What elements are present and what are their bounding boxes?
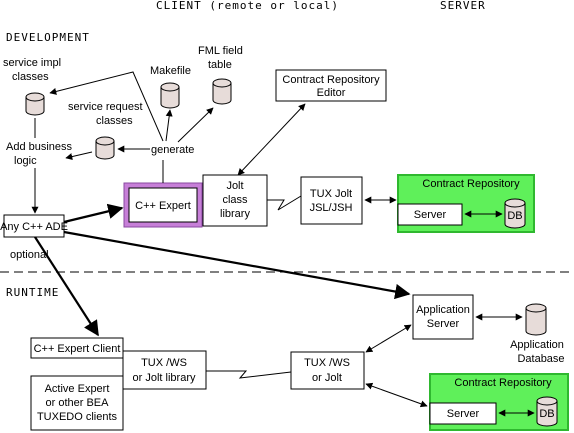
repo-top-db-icon: DB: [504, 198, 526, 229]
jolt-class-library-box[interactable]: Jolt class library: [202, 174, 268, 227]
active-expert-box[interactable]: Active Expert or other BEA TUXEDO client…: [30, 375, 124, 431]
tuxws-to-repo-arrow: [365, 382, 428, 408]
service-impl-label-1: service impl: [3, 57, 61, 69]
svg-text:library: library: [220, 208, 250, 220]
svg-text:DB: DB: [507, 210, 522, 222]
svg-text:DB: DB: [539, 408, 554, 420]
svg-text:TUX Jolt: TUX Jolt: [310, 188, 352, 200]
repo-bottom-title: Contract Repository: [454, 377, 552, 389]
svg-text:Application: Application: [416, 304, 470, 316]
svg-text:Contract Repository: Contract Repository: [282, 74, 380, 86]
app-database-cylinder-icon: [525, 303, 547, 336]
svg-text:or Jolt library: or Jolt library: [133, 372, 196, 384]
service-request-label-2: classes: [96, 115, 133, 127]
server-header: SERVER: [440, 0, 486, 12]
generate-to-fml-arrow: [177, 107, 214, 143]
generate-to-makefile-arrow: [165, 109, 173, 142]
service-request-cylinder-icon: [95, 136, 115, 160]
ade-to-app-server-arrow: [63, 230, 411, 300]
tuxws-jolt-box[interactable]: TUX /WS or Jolt: [290, 351, 365, 390]
generate-to-service-impl-arrow: [49, 71, 164, 142]
repo-bottom-db-icon: DB: [536, 396, 558, 427]
svg-text:or Jolt: or Jolt: [312, 372, 342, 384]
jolt-to-tux-jolt-link: [267, 195, 302, 211]
add-business-label-1: Add business: [6, 141, 73, 153]
service-impl-label-2: classes: [12, 71, 49, 83]
svg-text:or other BEA: or other BEA: [46, 397, 110, 409]
app-database-label-2: Database: [517, 353, 564, 365]
repo-top-server-label: Server: [414, 209, 447, 221]
tuxws-to-app-server-arrow: [365, 324, 412, 353]
any-cpp-ade-box[interactable]: Any C++ ADE: [0, 214, 68, 238]
fml-table-label-1: FML field: [198, 45, 243, 57]
service-impl-cylinder-icon: [25, 92, 45, 116]
jolt-to-editor-arrow: [237, 103, 306, 176]
svg-text:C++ Expert Client: C++ Expert Client: [34, 343, 121, 355]
generate-label: generate: [151, 144, 194, 156]
svg-text:Server: Server: [427, 318, 460, 330]
client-header: CLIENT (remote or local): [156, 0, 339, 12]
svg-text:Active Expert: Active Expert: [45, 383, 110, 395]
tux-jolt-jsl-box[interactable]: TUX Jolt JSL/JSH: [300, 176, 363, 225]
makefile-cylinder-icon: [160, 82, 180, 109]
repo-bottom-server-label: Server: [447, 408, 480, 420]
svg-text:JSL/JSH: JSL/JSH: [310, 202, 353, 214]
optional-label: optional: [10, 249, 49, 261]
application-server-box[interactable]: Application Server: [412, 294, 474, 340]
runtime-label: RUNTIME: [6, 286, 59, 299]
tuxws-jolt-library-box[interactable]: TUX /WS or Jolt library: [122, 350, 207, 390]
service-request-label-1: service request: [68, 101, 143, 113]
development-label: DEVELOPMENT: [6, 31, 90, 44]
svg-text:C++ Expert: C++ Expert: [135, 200, 191, 212]
svg-text:TUX /WS: TUX /WS: [141, 357, 187, 369]
repo-top-title: Contract Repository: [422, 178, 520, 190]
svg-text:Jolt: Jolt: [226, 180, 243, 192]
add-business-label-2: logic: [14, 155, 37, 167]
ade-to-expert-client-arrow: [34, 236, 99, 337]
ade-to-cpp-expert-arrow: [63, 203, 124, 224]
fml-table-label-2: table: [208, 59, 232, 71]
makefile-label: Makefile: [150, 65, 191, 77]
tuxws-library-to-tuxws-link: [206, 370, 292, 379]
contract-repository-top[interactable]: Contract Repository Server DB: [397, 174, 535, 233]
svg-text:Any C++ ADE: Any C++ ADE: [0, 221, 68, 233]
cpp-expert-box[interactable]: C++ Expert: [123, 182, 203, 228]
svg-text:TUXEDO clients: TUXEDO clients: [37, 411, 118, 423]
svg-text:Editor: Editor: [317, 87, 346, 99]
cpp-expert-client-box[interactable]: C++ Expert Client: [30, 337, 124, 359]
service-request-to-business-arrow: [65, 151, 93, 160]
fml-table-cylinder-icon: [212, 78, 232, 105]
contract-repository-editor-box[interactable]: Contract Repository Editor: [275, 69, 387, 102]
app-database-label-1: Application: [510, 339, 564, 351]
svg-text:TUX /WS: TUX /WS: [304, 357, 350, 369]
svg-text:class: class: [222, 194, 248, 206]
contract-repository-bottom[interactable]: Contract Repository Server DB: [429, 373, 569, 431]
